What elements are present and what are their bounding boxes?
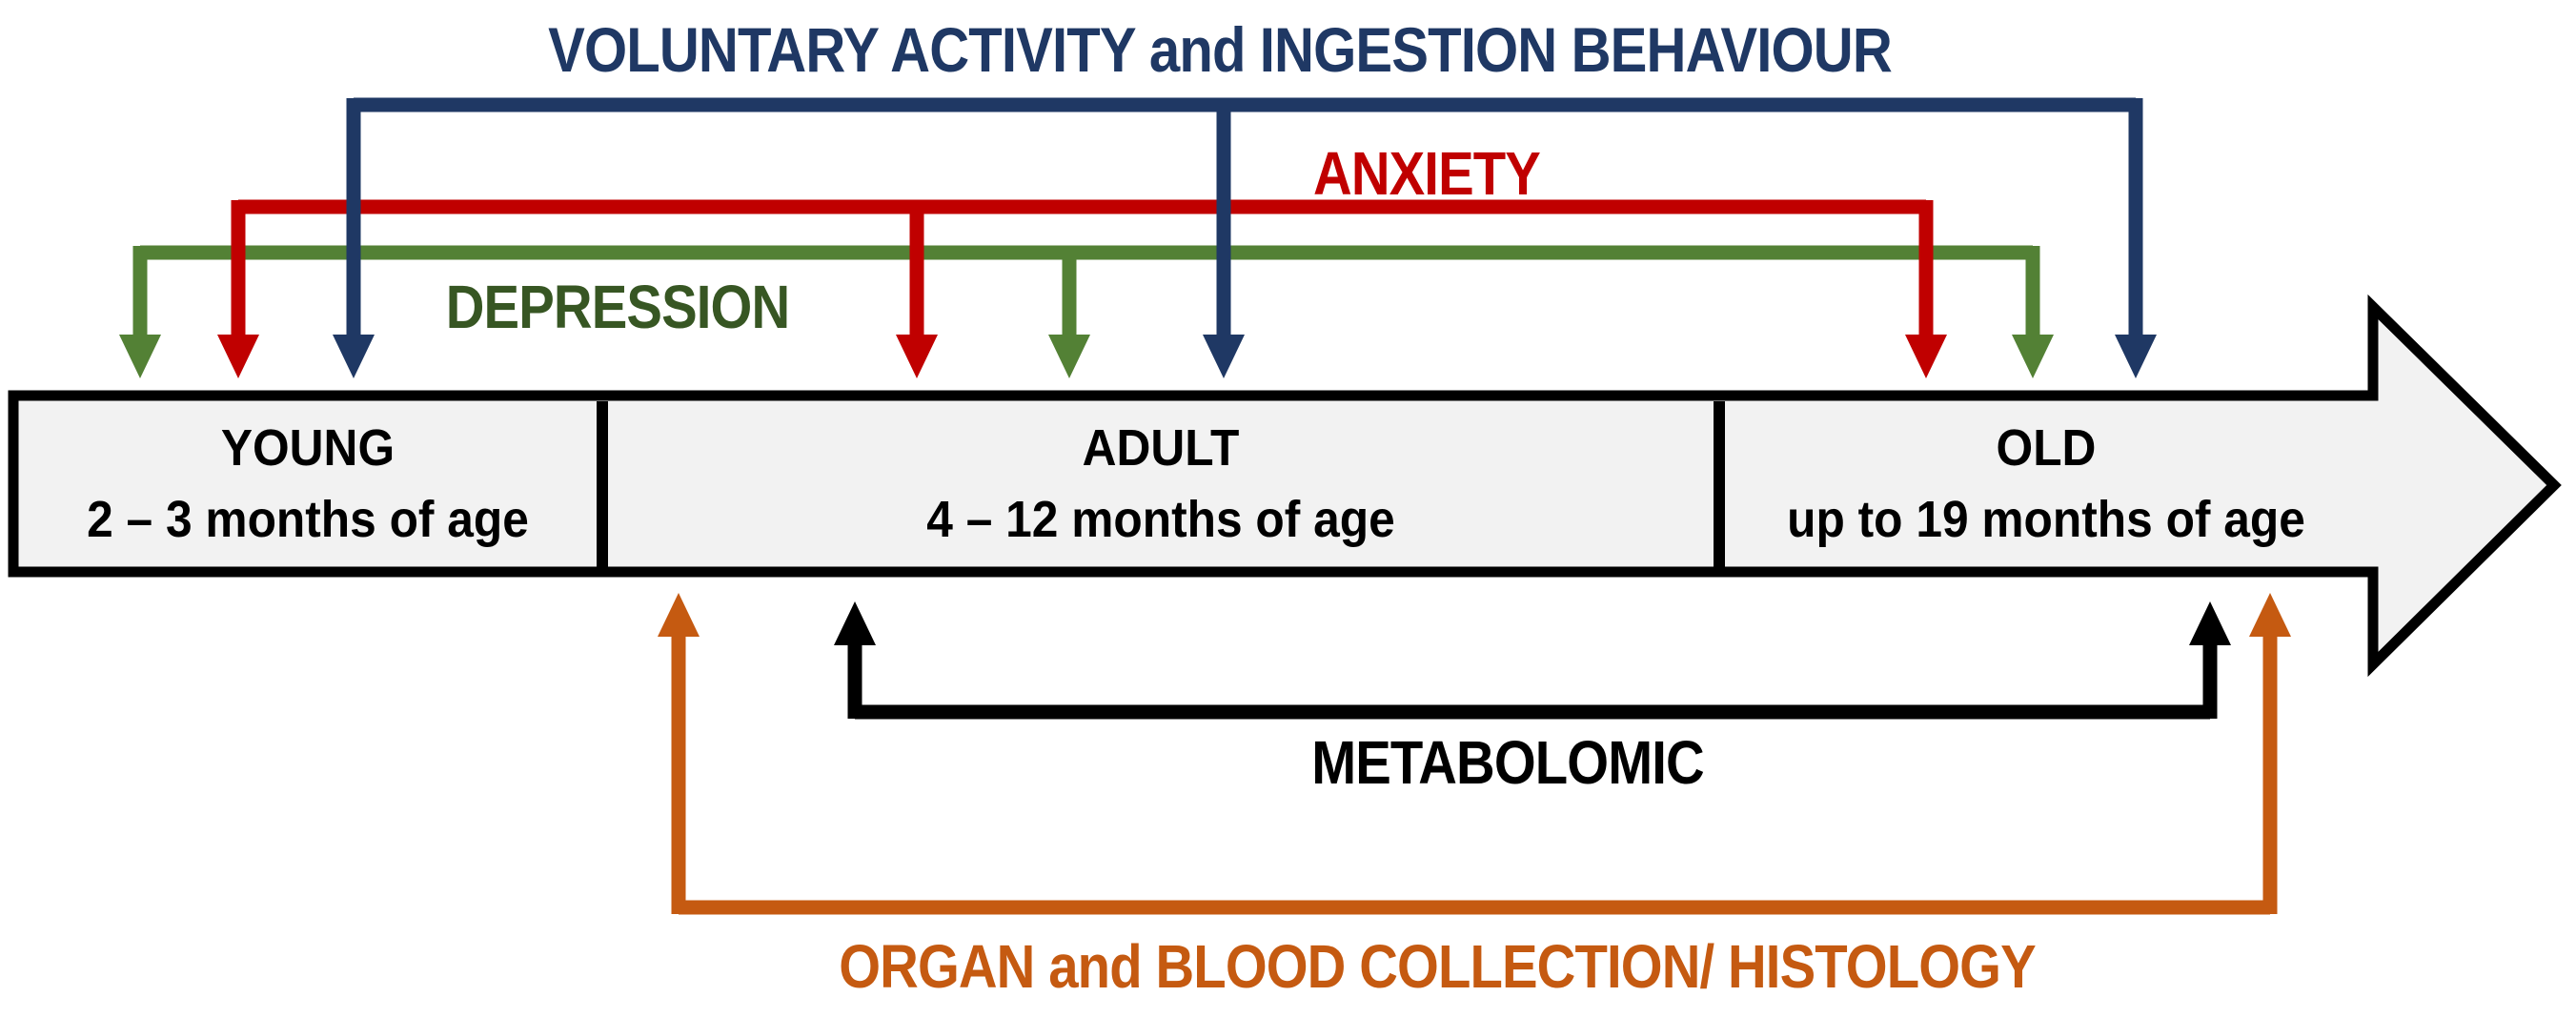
depression-arrowhead-middle (1048, 335, 1090, 378)
stage-adult-name: ADULT (1082, 418, 1240, 477)
voluntary-activity-bracket (333, 97, 2157, 378)
stage-old-name: OLD (1996, 418, 2097, 477)
metabolomic-arrowhead-left (834, 601, 876, 645)
label-voluntary-activity: VOLUNTARY ACTIVITY and INGESTION BEHAVIO… (548, 14, 1893, 85)
voluntary-arrowhead-left (333, 335, 375, 378)
anxiety-arrowhead-middle (896, 335, 938, 378)
label-metabolomic: METABOLOMIC (1311, 728, 1704, 797)
anxiety-bracket (217, 199, 1947, 378)
voluntary-arrowhead-middle (1203, 335, 1245, 378)
depression-arrowhead-left (119, 335, 161, 378)
organ-arrowhead-left (658, 593, 700, 637)
voluntary-arrowhead-right (2115, 335, 2157, 378)
metabolomic-bracket (834, 601, 2231, 720)
anxiety-arrowhead-right (1905, 335, 1947, 378)
stage-young: YOUNG 2 – 3 months of age (37, 401, 579, 566)
depression-arrowhead-right (2012, 335, 2054, 378)
depression-bracket (119, 245, 2054, 378)
timeline-arrow (8, 294, 2562, 678)
label-organ-blood-collection: ORGAN and BLOOD COLLECTION/ HISTOLOGY (839, 932, 2036, 1001)
organ-arrowhead-right (2249, 593, 2291, 637)
stage-old-age: up to 19 months of age (1787, 490, 2305, 548)
label-anxiety: ANXIETY (1313, 139, 1541, 208)
anxiety-arrowhead-left (217, 335, 259, 378)
stage-young-name: YOUNG (220, 418, 396, 477)
timeline-arrow-body (8, 294, 2562, 678)
stage-young-age: 2 – 3 months of age (87, 490, 529, 548)
stage-adult-age: 4 – 12 months of age (926, 490, 1395, 548)
stage-adult: ADULT 4 – 12 months of age (647, 401, 1674, 566)
stage-old: OLD up to 19 months of age (1745, 401, 2346, 566)
label-depression: DEPRESSION (445, 273, 790, 341)
organ-collection-bracket (658, 593, 2291, 915)
metabolomic-arrowhead-right (2189, 601, 2231, 645)
